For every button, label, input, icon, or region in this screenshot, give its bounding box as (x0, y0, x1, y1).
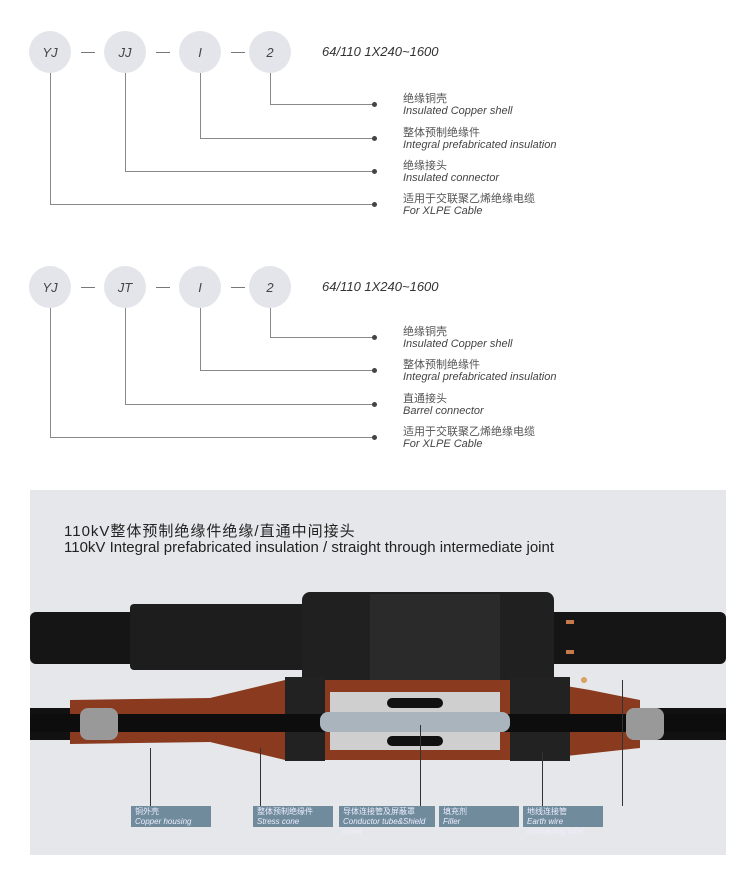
item-en: For XLPE Cable (403, 438, 483, 450)
leader-line (125, 308, 126, 404)
item-en: Integral prefabricated insulation (403, 371, 557, 383)
part-label-en: Stress cone (257, 817, 300, 826)
leader-dot (372, 335, 377, 340)
leader-line (125, 171, 374, 172)
dash (156, 52, 170, 53)
item-en: Integral prefabricated insulation (403, 139, 557, 151)
leader-line (270, 308, 271, 337)
cutaway-view (30, 677, 726, 761)
dash (81, 287, 95, 288)
leader-line (50, 73, 51, 204)
dash (231, 287, 245, 288)
part-label-en: Filler (443, 817, 461, 826)
part-label-cn: 导体连接管及屏蔽罩 (343, 807, 415, 816)
spec-text: 64/110 1X240~1600 (322, 44, 439, 59)
code-circle: JJ (104, 31, 146, 73)
dash (231, 52, 245, 53)
leader-line (270, 104, 374, 105)
item-cn: 绝缘铜壳 (403, 93, 447, 105)
leader-dot (372, 202, 377, 207)
spec-text: 64/110 1X240~1600 (322, 279, 439, 294)
code-circle: I (179, 266, 221, 308)
panel-title-cn: 110kV整体预制绝缘件绝缘/直通中间接头 (64, 523, 356, 540)
code-circle: YJ (29, 31, 71, 73)
part-label-cn: 铜外壳 (135, 807, 159, 816)
callout-line (150, 748, 151, 806)
leader-dot (372, 136, 377, 141)
leader-line (50, 204, 374, 205)
item-cn: 适用于交联聚乙烯绝缘电缆 (403, 193, 535, 205)
item-en: Insulated connector (403, 172, 500, 184)
code-circle: JT (104, 266, 146, 308)
leader-line (125, 404, 374, 405)
item-cn: 直通接头 (403, 393, 447, 405)
callout-line (420, 725, 421, 806)
leader-line (200, 370, 374, 371)
item-cn: 整体预制绝缘件 (403, 359, 480, 371)
joint-illustration (30, 592, 726, 761)
callout-line (622, 680, 623, 806)
leader-line (270, 73, 271, 104)
dash (81, 52, 95, 53)
item-cn: 适用于交联聚乙烯绝缘电缆 (403, 426, 535, 438)
leader-dot (372, 435, 377, 440)
leader-dot (372, 368, 377, 373)
part-label-en: Earth wire connecting tube (527, 817, 584, 836)
external-view (30, 592, 726, 692)
item-en: Insulated Copper shell (403, 338, 513, 350)
leader-dot (372, 402, 377, 407)
part-label-cn: 整体预制绝缘件 (257, 807, 313, 816)
dash (156, 287, 170, 288)
item-en: For XLPE Cable (403, 205, 483, 217)
part-label-en: Conductor tube&Shield cover (343, 817, 426, 836)
leader-line (50, 308, 51, 437)
panel-title-en: 110kV Integral prefabricated insulation … (64, 539, 555, 556)
leader-dot (372, 169, 377, 174)
leader-line (200, 73, 201, 138)
code-circle: 2 (249, 31, 291, 73)
part-label-en: Copper housing (135, 817, 192, 826)
part-label-cn: 填充剂 (443, 807, 467, 816)
leader-dot (372, 102, 377, 107)
item-en: Barrel connector (403, 405, 484, 417)
code-circle: YJ (29, 266, 71, 308)
leader-line (50, 437, 374, 438)
leader-line (125, 73, 126, 171)
leader-line (200, 138, 374, 139)
leader-line (200, 308, 201, 370)
item-cn: 绝缘接头 (403, 160, 447, 172)
callout-line (260, 748, 261, 806)
item-cn: 整体预制绝缘件 (403, 127, 480, 139)
code-circle: 2 (249, 266, 291, 308)
callout-line (542, 752, 543, 806)
item-en: Insulated Copper shell (403, 105, 513, 117)
item-cn: 绝缘铜壳 (403, 326, 447, 338)
code-circle: I (179, 31, 221, 73)
leader-line (270, 337, 374, 338)
part-label-cn: 地线连接管 (527, 807, 567, 816)
